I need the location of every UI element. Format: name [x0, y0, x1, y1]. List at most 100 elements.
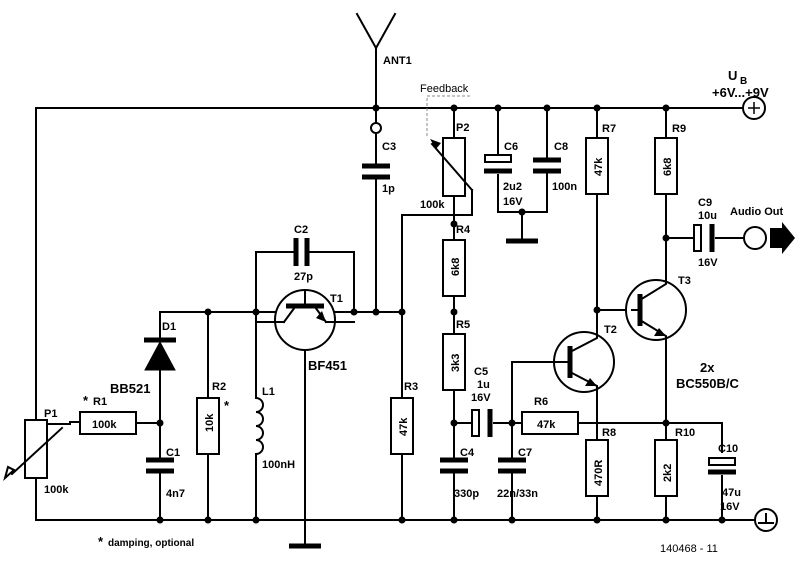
transistor-type: BC550B/C: [676, 376, 739, 391]
feedback-label: Feedback: [420, 83, 469, 95]
capacitor-c4: [440, 457, 468, 474]
audio-out-label: Audio Out: [730, 206, 783, 218]
antenna-label: ANT1: [383, 55, 412, 67]
r10-value: 2k2: [662, 464, 674, 482]
c7-value: 22n/33n: [497, 488, 538, 500]
supply-terminal: [742, 96, 766, 120]
junction-dots: [156, 104, 726, 524]
r5-value: 3k3: [450, 354, 462, 372]
resistor-r2: [159, 311, 371, 521]
resistor-r6: [521, 411, 667, 435]
resistor-r5: [442, 333, 466, 521]
r4-value: 6k8: [450, 258, 462, 276]
r2-ref: R2: [212, 381, 226, 393]
r10-ref: R10: [675, 427, 695, 439]
r7-ref: R7: [602, 123, 616, 135]
r6-ref: R6: [534, 396, 548, 408]
antenna-symbol: [355, 12, 397, 134]
r8-ref: R8: [602, 427, 616, 439]
p2-value: 100k: [420, 199, 445, 211]
c9-ref: C9: [698, 197, 712, 209]
c6-voltage: 16V: [503, 196, 523, 208]
figure-number: 140468 - 11: [660, 543, 718, 555]
r2-mark: *: [224, 398, 230, 413]
r3-value: 47k: [398, 417, 410, 436]
resistor-r10: [654, 422, 723, 521]
supply-label-name: U: [728, 68, 737, 83]
resistor-r7: [585, 107, 633, 311]
r4-ref: R4: [456, 224, 471, 236]
resistor-r4: [442, 223, 466, 335]
c4-ref: C4: [460, 447, 475, 459]
c6-value: 2u2: [503, 181, 522, 193]
l1-value: 100nH: [262, 459, 295, 471]
l1-ref: L1: [262, 386, 275, 398]
inductor-l1: [254, 251, 264, 521]
c10-voltage: 16V: [720, 501, 740, 513]
transistor-count: 2x: [700, 360, 715, 375]
t1-ref: T1: [330, 293, 343, 305]
capacitor-c8: [497, 107, 561, 244]
footnote-text: damping, optional: [108, 538, 194, 549]
p2-ref: P2: [456, 122, 469, 134]
c4-value: 330p: [454, 488, 479, 500]
r2-value: 10k: [204, 413, 216, 432]
c9-voltage: 16V: [698, 257, 718, 269]
c8-value: 100n: [552, 181, 577, 193]
capacitor-c2: [255, 238, 355, 313]
p1-ref: P1: [44, 408, 57, 420]
d1-value: BB521: [110, 381, 150, 396]
resistor-r1: [79, 411, 161, 435]
potentiometer-p2: [430, 107, 474, 225]
c3-value: 1p: [382, 183, 395, 195]
c5-ref: C5: [474, 366, 488, 378]
p1-value: 100k: [44, 484, 69, 496]
c2-value: 27p: [294, 271, 313, 283]
capacitor-c9: [665, 224, 745, 252]
r6-value: 47k: [537, 419, 556, 431]
c1-ref: C1: [166, 447, 180, 459]
t2-ref: T2: [604, 324, 617, 336]
c3-ref: C3: [382, 141, 396, 153]
potentiometer-p1: [3, 107, 81, 521]
transistor-t2: [547, 309, 615, 441]
varicap-d1: [144, 311, 176, 521]
r1-mark: *: [83, 393, 89, 408]
capacitor-c5: [453, 409, 533, 437]
transistor-t1: [255, 289, 355, 549]
c10-ref: C10: [718, 443, 738, 455]
t3-ref: T3: [678, 275, 691, 287]
c7-ref: C7: [518, 447, 532, 459]
c10-value: 47u: [722, 487, 741, 499]
supply-range: +6V...+9V: [712, 85, 769, 100]
transistor-t3: [625, 277, 687, 441]
r9-ref: R9: [672, 123, 686, 135]
r1-value: 100k: [92, 419, 117, 431]
r9-value: 6k8: [662, 158, 674, 176]
capacitor-c6: [484, 107, 512, 213]
r8-value: 470R: [593, 460, 605, 486]
resistor-r3: [353, 189, 473, 521]
d1-ref: D1: [162, 321, 176, 333]
resistor-r8: [585, 439, 609, 521]
c2-ref: C2: [294, 224, 308, 236]
ground-terminal: [754, 508, 778, 532]
c6-ref: C6: [504, 141, 518, 153]
r7-value: 47k: [593, 157, 605, 176]
footnote-star: *: [98, 534, 104, 549]
r3-ref: R3: [404, 381, 418, 393]
capacitor-c7: [498, 361, 549, 521]
c9-value: 10u: [698, 210, 717, 222]
capacitor-c1: [146, 457, 174, 474]
capacitor-c10: [708, 457, 736, 475]
capacitor-c3: [362, 132, 390, 313]
r5-ref: R5: [456, 319, 470, 331]
t1-value: BF451: [308, 358, 347, 373]
audio-out-connector: [743, 222, 795, 254]
c5-value: 1u: [477, 379, 490, 391]
r1-ref: R1: [93, 396, 107, 408]
resistor-r9: [654, 107, 678, 279]
c8-ref: C8: [554, 141, 568, 153]
c1-value: 4n7: [166, 488, 185, 500]
